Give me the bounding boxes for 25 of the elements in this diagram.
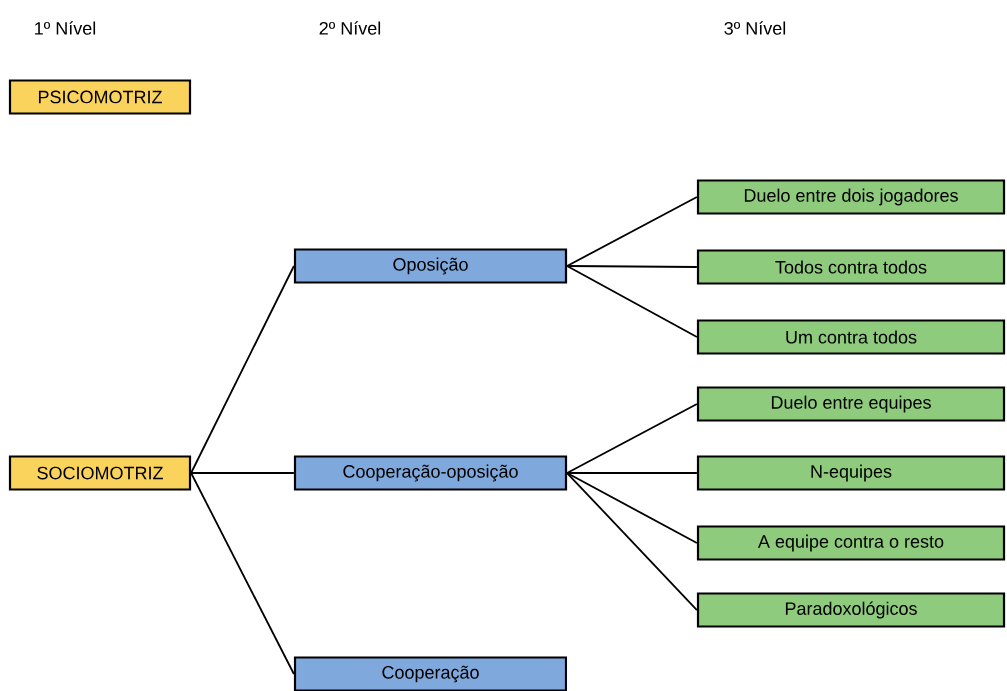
category-box: Cooperação [293,656,568,691]
connector-line [190,265,295,474]
connector-line [566,196,698,267]
connector-line [566,403,698,474]
category-box: Oposição [293,248,568,284]
category-box: Todos contra todos [696,249,1006,285]
category-box: Duelo entre equipes [696,386,1006,422]
category-box: N-equipes [696,455,1006,491]
connector-line [566,265,698,338]
category-box: Paradoxológicos [696,592,1006,628]
level-heading: 3º Nível [724,21,786,35]
level-heading: 1º Nível [35,21,96,35]
connector-line [566,265,698,268]
level-heading: 2º Nível [319,21,381,35]
category-box: A equipe contra o resto [696,525,1006,561]
connector-line [190,472,295,474]
connector-line [566,472,698,474]
category-box: PSICOMOTRIZ [8,79,192,115]
category-box: Cooperação-oposição [293,455,568,491]
connector-line [566,472,698,611]
connector-line [190,472,295,675]
category-box: Duelo entre dois jogadores [696,179,1006,215]
category-box: SOCIOMOTRIZ [8,455,192,491]
category-box: Um contra todos [696,319,1006,355]
connector-line [566,472,698,544]
